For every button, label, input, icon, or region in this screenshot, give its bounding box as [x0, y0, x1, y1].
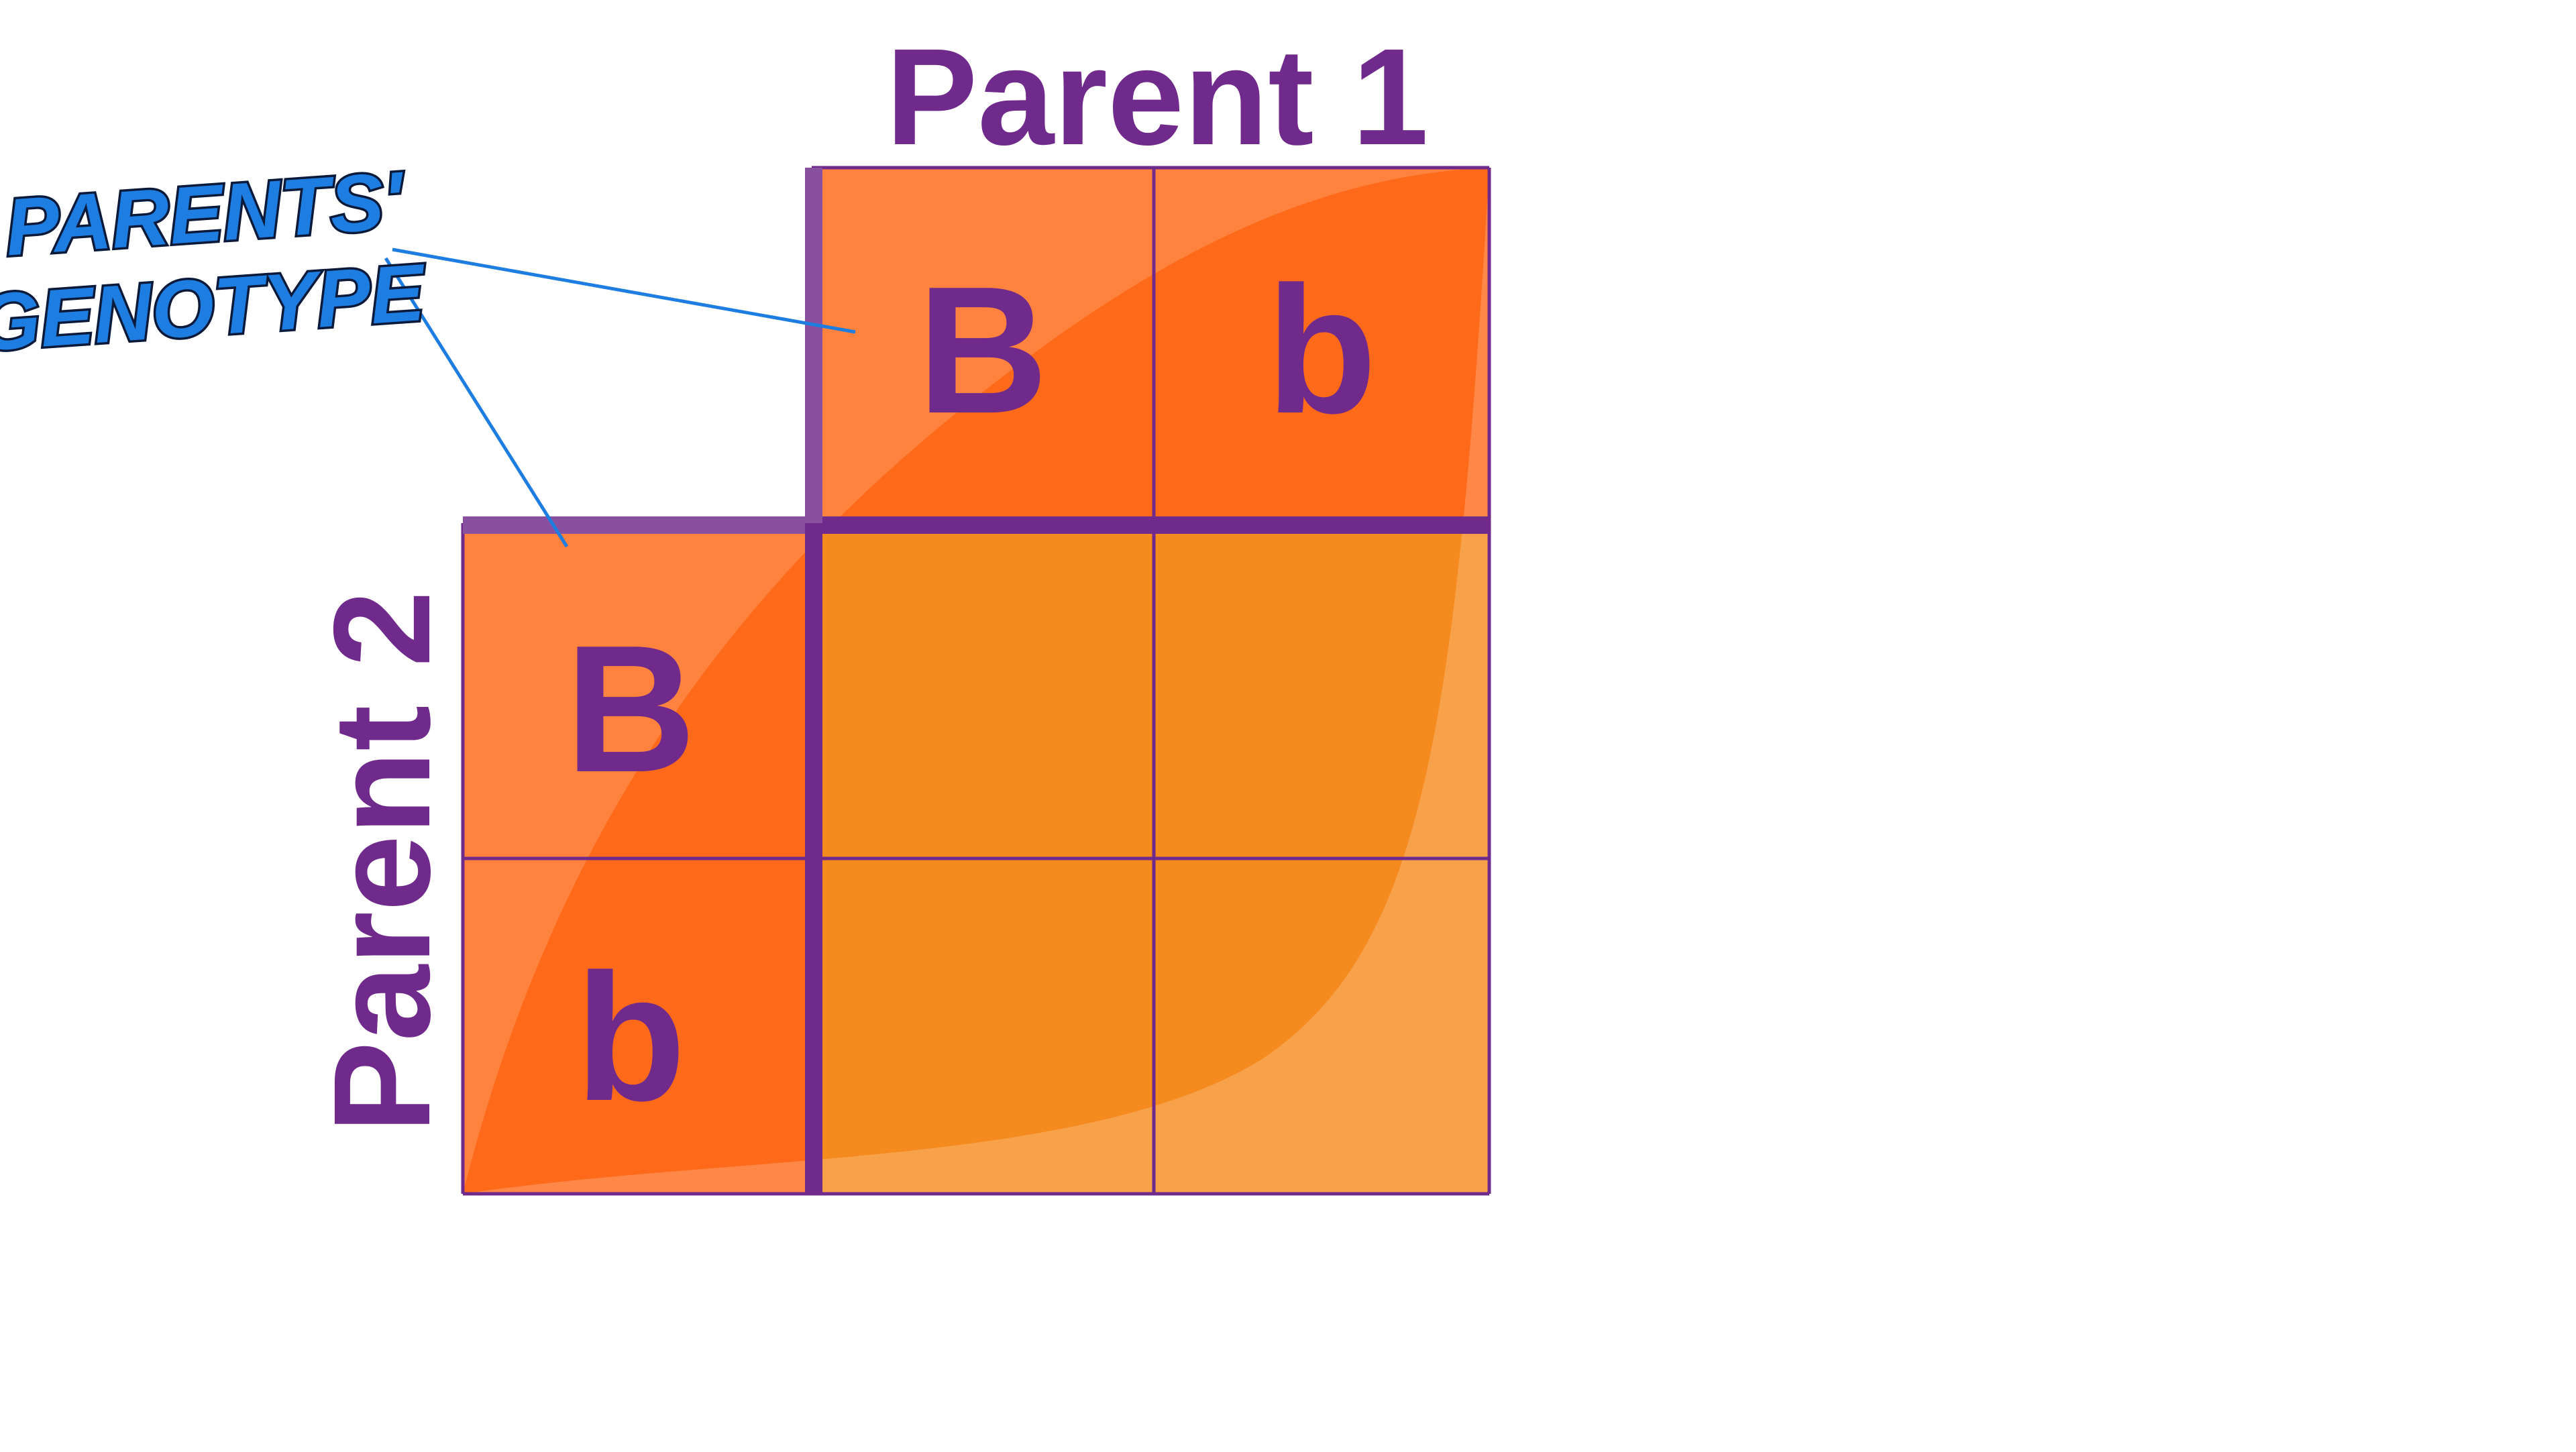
- divider-highlight: [805, 168, 822, 523]
- offspring-cell-3: [812, 858, 1154, 1194]
- parent-2-allele-1: B: [566, 608, 696, 810]
- offspring-cell-4: [1154, 858, 1489, 1194]
- parent-2-allele-2: b: [576, 937, 686, 1139]
- parent-1-allele-2: b: [1267, 249, 1377, 451]
- callout-line-to-parent-2: [384, 257, 569, 548]
- callout-lines: [384, 247, 856, 548]
- parent-2-allele-cell-2: [463, 858, 812, 1194]
- horizontal-divider: [463, 516, 1489, 534]
- vertical-divider: [805, 168, 822, 1194]
- callout-line-to-parent-1: [392, 247, 856, 334]
- grid-lines: [461, 166, 1491, 1196]
- parent-1-allele-cell-1: [812, 168, 1154, 523]
- parent-2-label: Parent 2: [305, 591, 459, 1133]
- divider-highlight-left: [463, 516, 805, 534]
- offspring-cell-1: [812, 523, 1154, 858]
- parent-1-label: Parent 1: [886, 20, 1429, 174]
- offspring-cell-2: [1154, 523, 1489, 858]
- parent-1-allele-1: B: [918, 249, 1049, 451]
- parent-1-allele-cell-2: [1154, 168, 1489, 523]
- parent-2-allele-cell-1: [463, 523, 812, 858]
